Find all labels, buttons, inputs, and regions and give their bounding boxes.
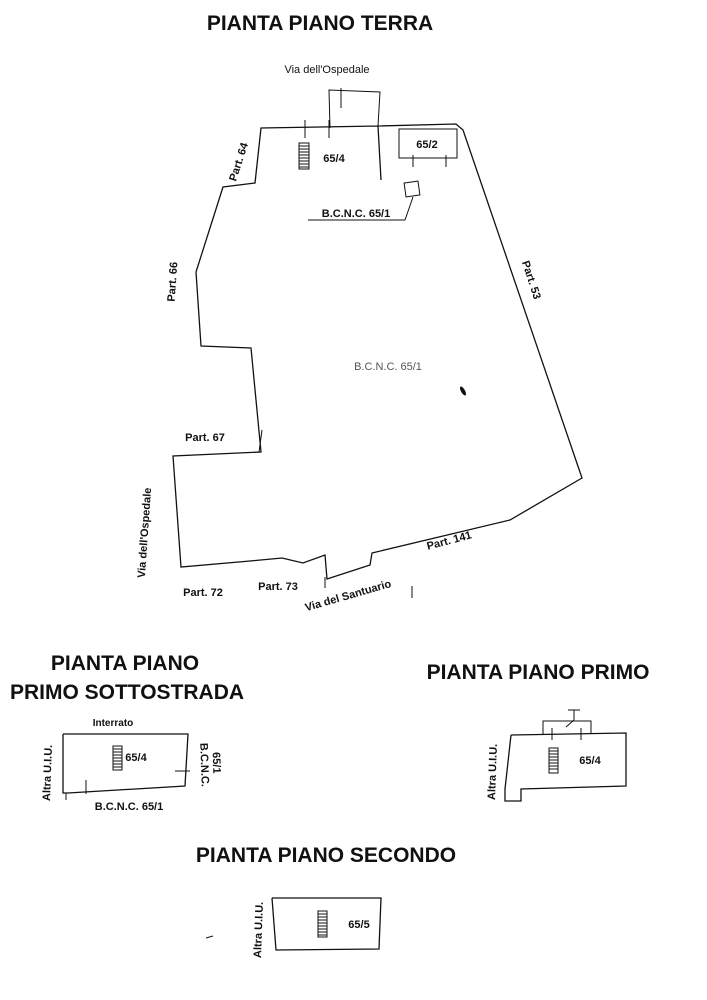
staircase-icon bbox=[317, 910, 328, 938]
staircase-icon bbox=[112, 745, 123, 771]
north-extension bbox=[328, 89, 381, 129]
stray-mark bbox=[205, 935, 214, 939]
common-area-small-square bbox=[403, 180, 421, 198]
balcony-outline bbox=[542, 720, 592, 734]
unit-label-65-5: 65/5 bbox=[348, 919, 369, 931]
title-basement-line1: PIANTA PIANO bbox=[51, 652, 199, 675]
basement-right-note-line2: 65/1 bbox=[210, 752, 223, 774]
unit-label-65-4-basement: 65/4 bbox=[125, 752, 147, 764]
staircase-icon bbox=[548, 747, 559, 774]
basement-left-note: Altra U.I.U. bbox=[41, 745, 55, 802]
street-label-left: Via dell'Ospedale bbox=[136, 487, 154, 578]
parcel-label-67: Part. 67 bbox=[185, 432, 225, 444]
main-lot-outline bbox=[172, 123, 583, 580]
first-floor-plan: 65/4 Altra U.I.U. bbox=[486, 709, 627, 802]
unit-65-2-outline bbox=[398, 128, 458, 159]
basement-plan: Interrato 65/4 Altra U.I.U. B.C.N.C. 65/… bbox=[41, 718, 222, 813]
basement-bottom-note: B.C.N.C. 65/1 bbox=[95, 801, 163, 813]
title-first-floor: PIANTA PIANO PRIMO bbox=[427, 661, 650, 684]
unit-label-65-4: 65/4 bbox=[323, 153, 345, 165]
basement-top-note: Interrato bbox=[93, 718, 134, 729]
second-floor-outline bbox=[271, 897, 382, 951]
parcel-label-73: Part. 73 bbox=[258, 581, 298, 593]
parcel-label-53: Part. 53 bbox=[519, 259, 543, 301]
ink-spot bbox=[459, 386, 467, 396]
first-floor-outline bbox=[504, 732, 627, 802]
unit-label-65-4-first: 65/4 bbox=[579, 755, 601, 767]
basement-outline bbox=[62, 733, 189, 794]
parcel-label-64: Part. 64 bbox=[227, 140, 251, 182]
second-floor-plan: 65/5 Altra U.I.U. bbox=[205, 897, 382, 959]
parcel-label-72: Part. 72 bbox=[183, 587, 223, 599]
title-second-floor: PIANTA PIANO SECONDO bbox=[196, 844, 456, 867]
unit-label-65-2: 65/2 bbox=[416, 139, 437, 151]
parcel-label-141: Part. 141 bbox=[426, 529, 473, 552]
first-floor-left-note: Altra U.I.U. bbox=[486, 744, 500, 801]
title-basement-line2: PRIMO SOTTOSTRADA bbox=[10, 681, 244, 704]
common-area-label-main: B.C.N.C. 65/1 bbox=[354, 361, 422, 373]
basement-right-note-line1: B.C.N.C. bbox=[197, 743, 211, 787]
common-area-label-small: B.C.N.C. 65/1 bbox=[322, 208, 390, 220]
leader-line bbox=[308, 196, 414, 221]
staircase-icon bbox=[298, 142, 310, 170]
door-swing bbox=[565, 719, 575, 728]
street-label-top: Via dell'Ospedale bbox=[284, 64, 369, 76]
street-label-bottom: Via del Santuario bbox=[304, 578, 393, 614]
parcel-label-66: Part. 66 bbox=[166, 262, 181, 302]
title-ground-floor: PIANTA PIANO TERRA bbox=[207, 12, 433, 35]
wall-mark bbox=[258, 429, 263, 453]
ground-floor-plan: Via dell'Ospedale 65/4 65/2 B.C.N.C. 65/… bbox=[136, 64, 583, 614]
second-floor-left-note: Altra U.I.U. bbox=[252, 902, 266, 959]
